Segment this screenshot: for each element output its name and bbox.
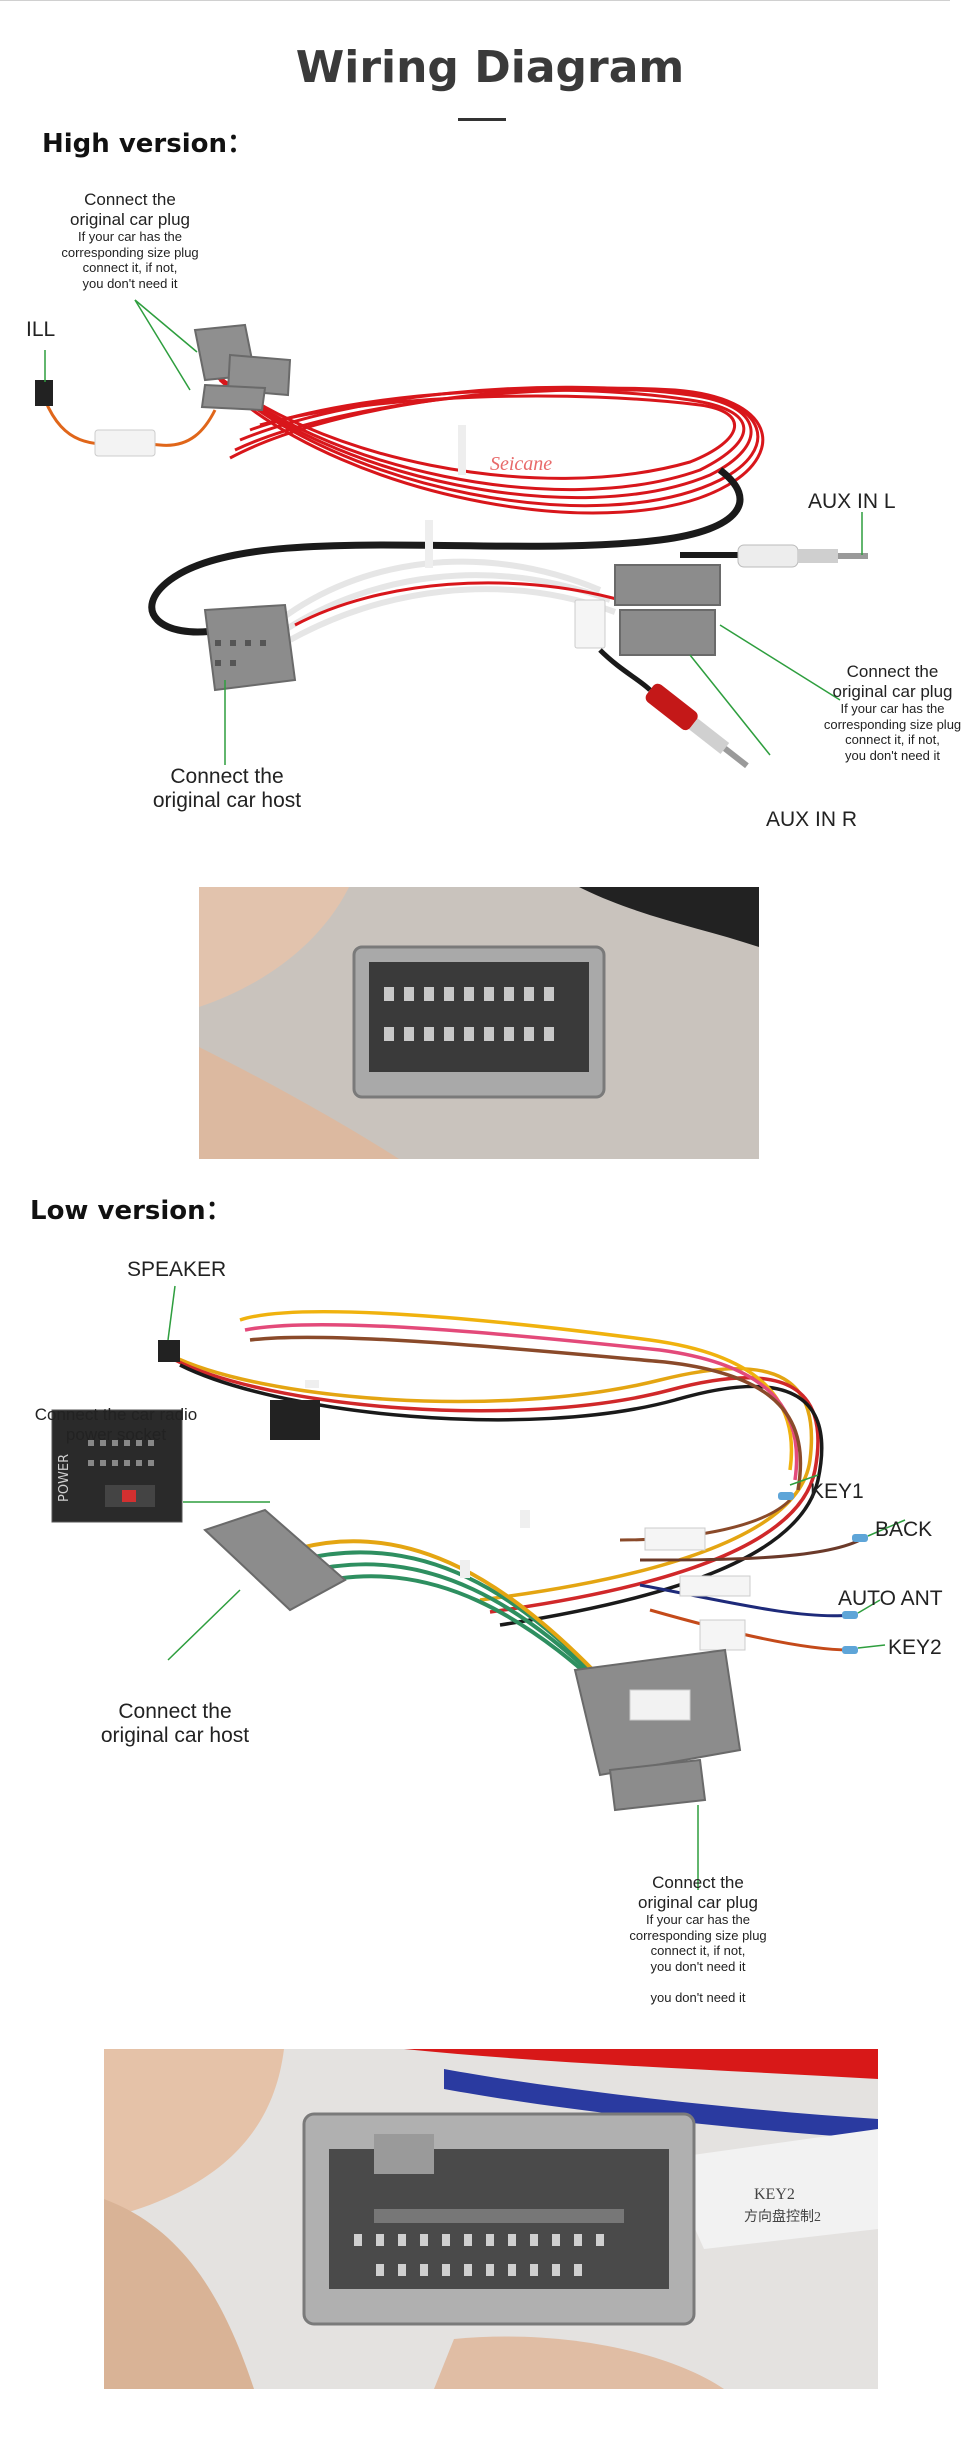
brand-watermark: Seicane	[490, 453, 552, 475]
high-host-label: Connect the original car host	[152, 765, 302, 813]
key2-tag-text: KEY2	[754, 2186, 795, 2203]
key1-label: KEY1	[810, 1480, 864, 1503]
ill-label: ILL	[26, 318, 56, 341]
high-plug-note-right: Connect the original car plug If your ca…	[823, 662, 962, 763]
aux-in-r-label: AUX IN R	[766, 808, 858, 831]
power-socket-label: POWER	[57, 1454, 72, 1502]
high-plug-note-left: Connect the original car plug If your ca…	[61, 190, 199, 291]
key2-tag-subtext: 方向盘控制2	[744, 2208, 821, 2225]
high-connector-photo	[199, 887, 759, 1159]
page-title: Wiring Diagram	[295, 42, 685, 93]
high-version-harness-illustration: Seicane	[35, 299, 868, 769]
low-host-label: Connect the original car host	[100, 1700, 250, 1748]
auto-ant-label: AUTO ANT	[838, 1587, 943, 1610]
key2-label: KEY2	[888, 1636, 942, 1659]
power-socket-note: Connect the car radio power socket	[34, 1405, 198, 1444]
low-version-harness-illustration: POWER	[51, 1285, 906, 1890]
high-version-heading: High version：	[42, 129, 254, 159]
title-underline	[458, 118, 506, 121]
speaker-label: SPEAKER	[127, 1258, 227, 1281]
aux-in-l-label: AUX IN L	[808, 490, 896, 513]
top-divider	[0, 0, 950, 1]
low-connector-photo: KEY2 方向盘控制2	[104, 2049, 878, 2389]
low-plug-note: Connect the original car plug If your ca…	[629, 1873, 767, 2006]
low-version-heading: Low version：	[30, 1196, 232, 1226]
back-label: BACK	[875, 1518, 933, 1541]
